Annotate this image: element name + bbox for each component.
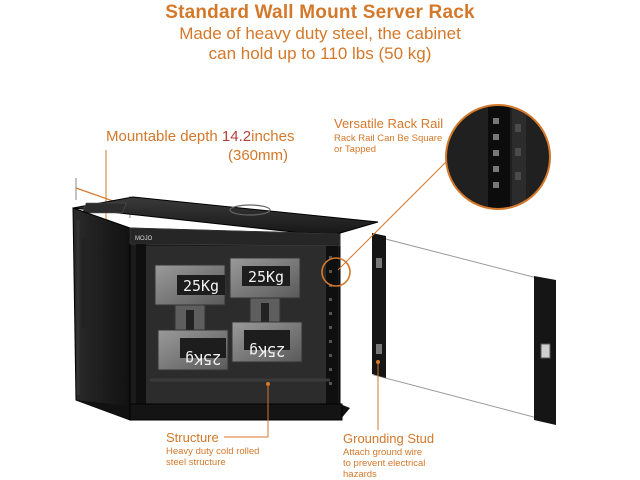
cabinet-left-side xyxy=(72,207,131,421)
cabinet-top xyxy=(72,196,379,237)
weights: 25Kg 25Kg 25Kg 25Kg xyxy=(154,257,303,371)
grounding-stud xyxy=(376,344,382,354)
rack-rail-description: Rack Rail Can Be Square or Tapped xyxy=(334,133,454,155)
grounding-description: Attach ground wire to prevent electrical… xyxy=(343,447,453,480)
page-title: Standard Wall Mount Server Rack xyxy=(165,2,475,23)
depth-callout: Mountable depth 14.2inches xyxy=(106,128,294,146)
grounding-desc-line-3: hazards xyxy=(343,469,377,480)
weight-label-2: 25Kg xyxy=(248,268,284,286)
subtitle-line-2: can hold up to 110 lbs (50 kg) xyxy=(208,44,432,63)
door-lock xyxy=(540,343,551,359)
subtitle-line-1: Made of heavy duty steel, the cabinet xyxy=(179,24,461,43)
structure-title: Structure xyxy=(166,430,219,445)
rack-rail-zoom xyxy=(321,104,551,287)
page-subtitle: Made of heavy duty steel, the cabinet ca… xyxy=(0,24,640,64)
depth-value: 14.2 xyxy=(221,128,252,145)
grounding-desc-line-1: Attach ground wire xyxy=(343,447,423,458)
weight-label-3: 25Kg xyxy=(185,350,221,368)
structure-desc-line-2: steel structure xyxy=(166,457,226,468)
weight-label-1: 25Kg xyxy=(183,277,219,295)
weight-label-4: 25Kg xyxy=(249,342,285,360)
depth-unit: inches xyxy=(251,128,295,145)
rack-rail-desc-line-2: or Tapped xyxy=(334,144,377,155)
depth-label: Mountable depth xyxy=(106,128,222,145)
cabinet: MOJO xyxy=(72,196,379,421)
structure-description: Heavy duty cold rolled steel structure xyxy=(166,446,276,468)
brand-logo: MOJO xyxy=(135,236,153,242)
structure-desc-line-1: Heavy duty cold rolled xyxy=(166,446,260,457)
glass-door xyxy=(372,233,556,425)
grounding-title: Grounding Stud xyxy=(343,431,435,446)
rack-rail-title: Versatile Rack Rail xyxy=(334,116,444,131)
rack-rail-desc-line-1: Rack Rail Can Be Square xyxy=(334,133,443,144)
depth-metric: (360mm) xyxy=(228,147,289,164)
grounding-desc-line-2: to prevent electrical xyxy=(343,458,426,469)
